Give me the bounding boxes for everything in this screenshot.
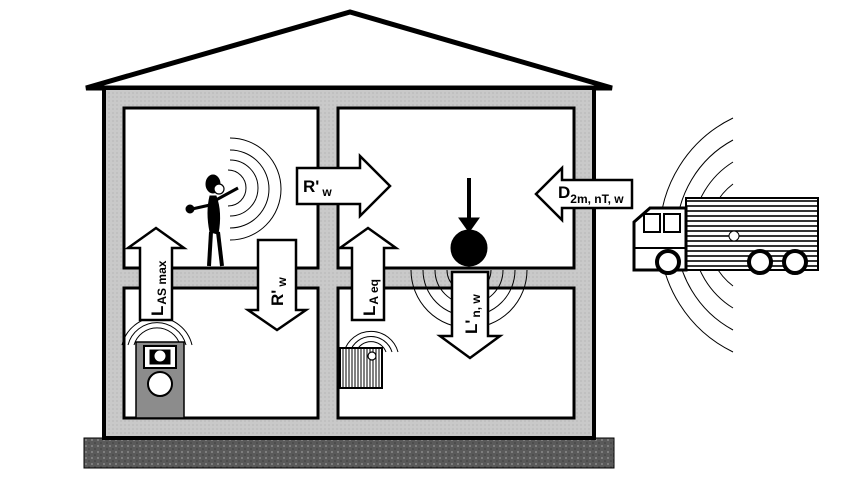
cabinet-icon (339, 330, 399, 389)
label-l-as-max-sub: AS max (155, 260, 169, 304)
washing-machine-icon (121, 316, 193, 419)
arrow-l-as-max: L AS max (124, 226, 188, 322)
label-l-n-w-sub: n, w (469, 294, 483, 318)
arrow-l-a-eq: LA eq (336, 226, 400, 322)
svg-text:LA eq: LA eq (360, 279, 381, 316)
roof (85, 9, 613, 91)
arrow-r-w-floor: R' w (243, 238, 311, 332)
svg-text:L'n, w: L' n, w (462, 294, 483, 334)
label-l-as-max-main: L (148, 306, 167, 316)
label-l-a-eq-main: L (360, 306, 379, 316)
label-r-w-wall-main: R' (303, 177, 319, 196)
label-r-w-wall-sub: w (321, 185, 332, 199)
svg-text:LAS max: L AS max (148, 260, 169, 316)
truck-icon (632, 117, 819, 353)
label-l-n-w-main: L' (462, 320, 481, 334)
label-d-facade-main: D (558, 183, 570, 202)
label-l-a-eq-sub: A eq (367, 279, 381, 305)
ground (83, 437, 615, 469)
impact-ball-icon (410, 178, 528, 329)
arrow-r-w-wall: R'w (295, 152, 392, 220)
label-d-facade-sub: 2m, nT, w (570, 192, 624, 206)
arrow-l-n-w: L' n, w (436, 270, 504, 360)
svg-text:D2m, nT, w: D2m, nT, w (558, 183, 624, 206)
svg-text:R'w: R'w (303, 177, 332, 199)
label-r-w-floor-sub: w (275, 277, 289, 288)
svg-text:R'w: R' w (268, 277, 289, 306)
label-r-w-floor-main: R' (268, 290, 287, 306)
person-figure (185, 137, 282, 267)
arrow-d-facade: D2m, nT, w (534, 164, 634, 224)
